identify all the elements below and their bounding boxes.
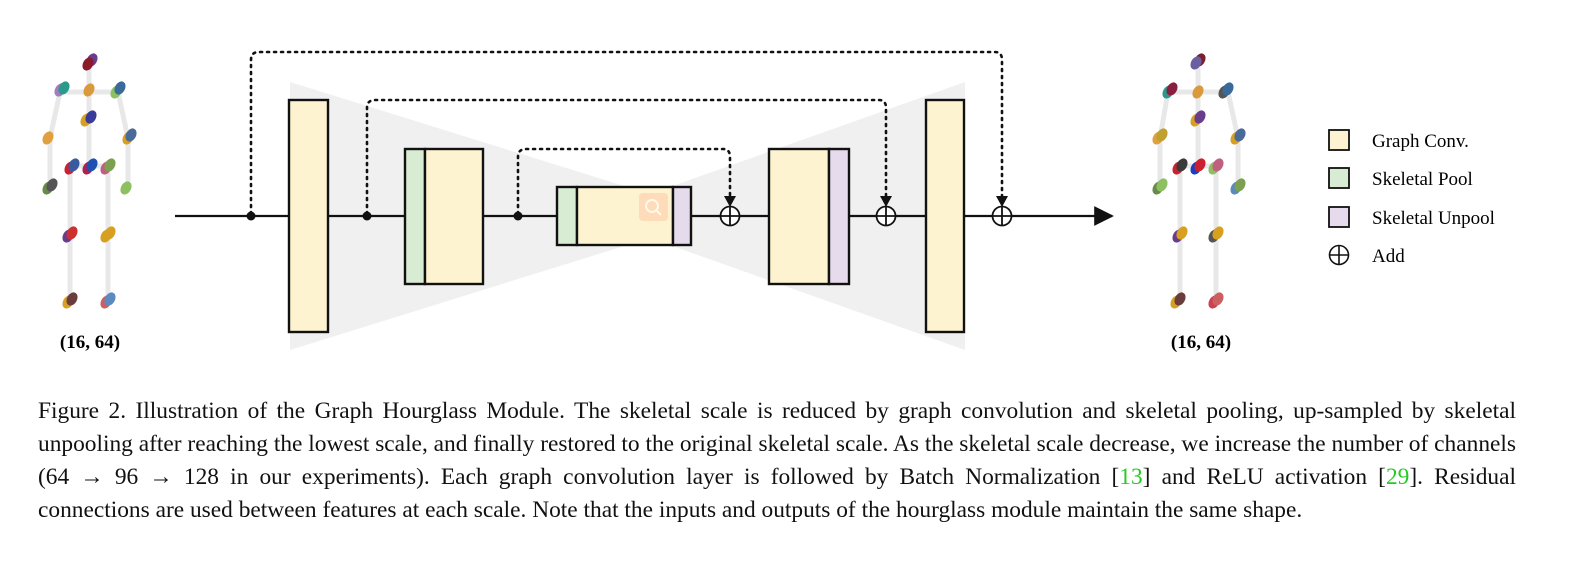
input-shape-label: (16, 64) [60,332,120,353]
citation-link-29[interactable]: 29 [1385,464,1410,490]
residual-connections [249,50,1004,216]
legend-swatch-skeletal-pool [1328,167,1350,189]
legend-label-graph-conv: Graph Conv. [1372,131,1469,152]
graph-conv-block-4 [767,147,831,286]
add-nodes [719,205,1013,227]
add-icon [875,205,897,227]
skeletal-unpool-block-1 [671,185,693,247]
magnifier-icon [639,193,668,221]
graph-conv-block-2 [423,147,485,286]
caption-text-part-3: ]. Residual connections are used between… [38,464,1516,523]
caption-text-part-1: Figure 2. Illustration of the Graph Hour… [38,398,1516,490]
output-shape-label: (16, 64) [1171,332,1231,353]
skeletal-unpool-block-2 [827,147,851,286]
skeleton-joints [42,53,137,309]
hourglass-figure: (16, 64) (16, 64) Graph Conv. Skeletal P… [42,50,1495,353]
junction-dots [246,211,523,221]
figure-caption: Figure 2. Illustration of the Graph Hour… [38,395,1516,527]
legend-label-skeletal-unpool: Skeletal Unpool [1372,208,1495,229]
graph-conv-block-1 [287,98,330,334]
skeletal-pool-block-2 [555,185,579,247]
circled-plus-icon [1328,244,1350,266]
skeletal-pool-block-1 [403,147,427,286]
residual-middle [365,98,888,216]
graph-conv-block-5 [924,98,966,334]
legend-label-add: Add [1372,246,1405,267]
residual-inner [516,147,732,216]
citation-link-13[interactable]: 13 [1119,464,1143,490]
input-skeleton [42,53,137,309]
legend-label-skeletal-pool: Skeletal Pool [1372,169,1473,190]
legend-swatch-graph-conv [1328,129,1350,151]
add-icon [991,205,1013,227]
residual-arrowheads [724,196,1008,207]
add-icon [719,205,741,227]
legend: Graph Conv. Skeletal Pool Skeletal Unpoo… [1328,129,1495,267]
output-skeleton [1152,53,1246,309]
legend-swatch-skeletal-unpool [1328,206,1350,228]
residual-outer [249,50,1004,216]
caption-text-part-2: ] and ReLU activation [ [1142,464,1386,490]
